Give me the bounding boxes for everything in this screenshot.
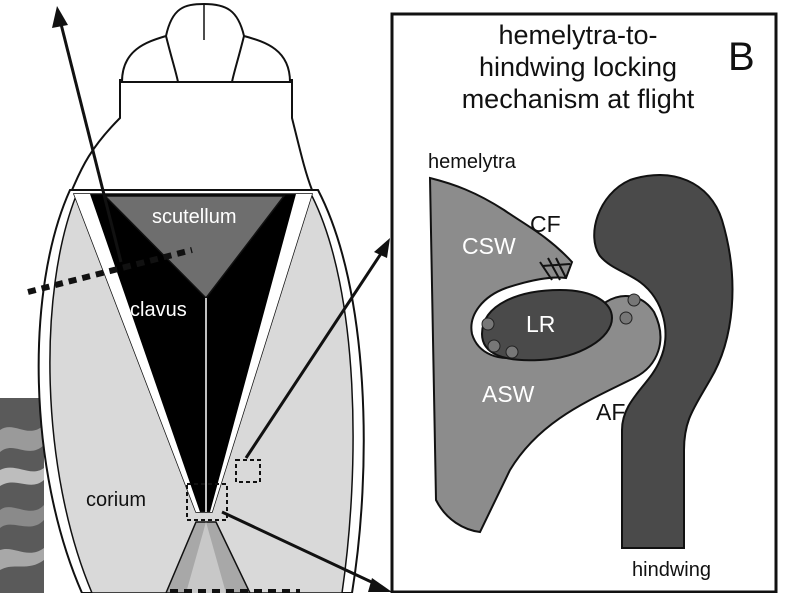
sem-image-fragment — [0, 398, 44, 593]
label-asw: ASW — [482, 381, 535, 407]
label-corium: corium — [86, 489, 146, 511]
label-clavus: clavus — [130, 299, 187, 321]
pronotum — [72, 80, 312, 190]
label-scutellum: scutellum — [152, 206, 236, 228]
arrowhead-to-panel-b — [374, 238, 390, 258]
panel-b: B hemelytra-to- hindwing locking mechani… — [392, 14, 776, 592]
bug-body-diagram: scutellum clavus corium — [0, 4, 392, 593]
panel-b-title-line-3: mechanism at flight — [462, 84, 695, 114]
panel-b-title-line-2: hindwing locking — [479, 52, 677, 82]
panel-b-letter: B — [728, 35, 755, 79]
label-hemelytra: hemelytra — [428, 151, 517, 173]
label-lr: LR — [526, 311, 555, 337]
label-cf: CF — [530, 211, 561, 237]
label-hindwing: hindwing — [632, 559, 711, 581]
arrowhead-upper-left — [52, 6, 68, 28]
head — [122, 4, 290, 82]
label-csw: CSW — [462, 233, 516, 259]
label-af: AF — [596, 399, 625, 425]
panel-b-title-line-1: hemelytra-to- — [498, 20, 657, 50]
arrowhead-lower-right — [368, 578, 392, 592]
